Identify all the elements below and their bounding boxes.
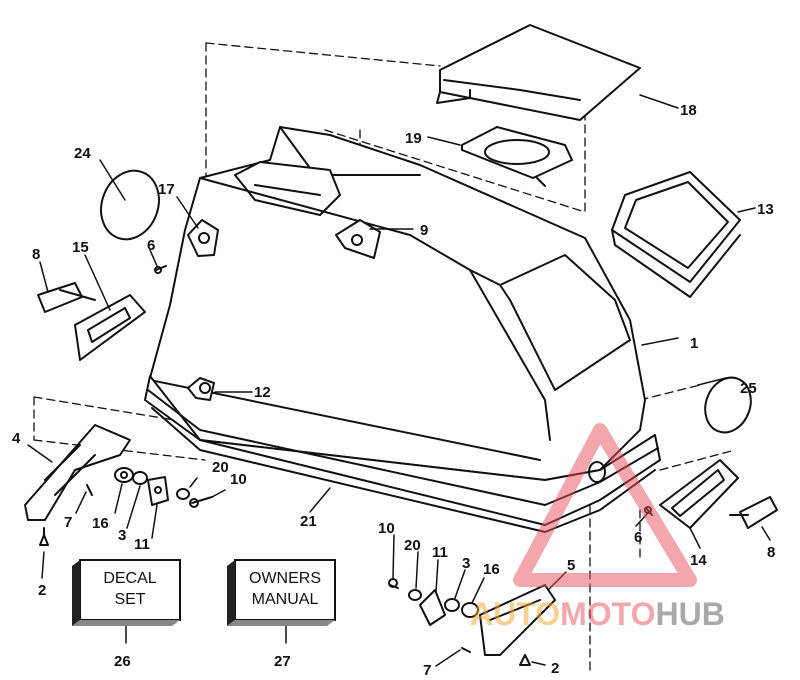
callout-6-left: 6 <box>147 237 155 254</box>
callout-27: 27 <box>274 653 291 670</box>
callout-24: 24 <box>74 145 91 162</box>
screw-10-right <box>388 578 399 589</box>
left-handle-8 <box>37 282 96 313</box>
seal-19 <box>461 126 573 187</box>
latch-9 <box>335 219 381 259</box>
callout-4: 4 <box>12 430 21 447</box>
washer-3-right <box>444 598 460 612</box>
callout-7-left: 7 <box>64 514 72 531</box>
callout-13: 13 <box>757 201 774 218</box>
callout-20-right: 20 <box>404 537 421 554</box>
callout-2-left: 2 <box>38 582 46 599</box>
callout-25: 25 <box>740 380 757 397</box>
washer-16-left <box>114 467 134 483</box>
callout-11-right: 11 <box>432 544 448 561</box>
bracket-5 <box>479 584 556 656</box>
callout-10-left: 10 <box>230 471 247 488</box>
hinge-11-right <box>419 589 446 626</box>
callout-numbers: 1 2 2 3 3 4 5 6 6 7 7 8 8 9 10 10 11 11 … <box>12 102 775 679</box>
svg-text:AUTOMOTOHUB: AUTOMOTOHUB <box>470 596 725 632</box>
callout-2-right: 2 <box>551 660 559 677</box>
callout-7-right: 7 <box>423 662 431 679</box>
callout-1: 1 <box>690 335 698 352</box>
decal-box-line1: DECAL <box>103 570 156 587</box>
callout-18: 18 <box>680 102 697 119</box>
owners-manual-box: OWNERS MANUAL <box>227 559 336 626</box>
pin-2-right <box>519 654 531 666</box>
washer-20-left <box>176 488 190 500</box>
gasket-24 <box>100 169 160 241</box>
gasket-25 <box>704 376 752 434</box>
callout-11-left: 11 <box>134 536 150 553</box>
window-13 <box>611 171 741 298</box>
callout-21: 21 <box>300 513 317 530</box>
callout-19: 19 <box>405 130 422 147</box>
latch-12 <box>187 377 215 401</box>
screw-7-left <box>86 484 93 496</box>
hinge-11-left <box>147 476 169 506</box>
knob-17 <box>187 219 219 257</box>
washer-16-right <box>461 602 479 618</box>
pin-2-left <box>39 527 49 546</box>
callout-17: 17 <box>158 181 175 198</box>
manual-box-line2: MANUAL <box>252 591 319 608</box>
screw-6-left <box>154 265 167 274</box>
decal-box-line2: SET <box>114 591 145 608</box>
top-cover-18 <box>436 24 641 121</box>
screw-7-right <box>461 647 471 653</box>
callout-5: 5 <box>567 557 575 574</box>
manual-box-line1: OWNERS <box>249 570 321 587</box>
callout-3-right: 3 <box>462 555 470 572</box>
watermark-part1: AUTO <box>470 596 560 632</box>
callout-8-right: 8 <box>767 544 775 561</box>
bracket-14 <box>659 459 739 529</box>
callout-16-left: 16 <box>92 515 109 532</box>
callout-6-right: 6 <box>634 529 642 546</box>
watermark-logo: AUTOMOTOHUB <box>470 423 725 632</box>
callout-9: 9 <box>420 222 428 239</box>
callout-8-left: 8 <box>32 246 40 263</box>
washer-3-left <box>132 471 148 485</box>
washer-20-right <box>408 589 422 601</box>
callout-16-right: 16 <box>483 561 500 578</box>
watermark-part3: HUB <box>655 596 724 632</box>
watermark-part2: MOTO <box>560 596 655 632</box>
callout-20-left: 20 <box>212 459 229 476</box>
bracket-4 <box>24 424 131 521</box>
left-bracket-15 <box>74 294 146 361</box>
screw-10-left <box>189 496 213 508</box>
callout-3-left: 3 <box>118 527 126 544</box>
handle-8-right <box>729 496 778 529</box>
callout-14: 14 <box>690 552 707 569</box>
callout-26: 26 <box>114 653 131 670</box>
motor-hood-1 <box>149 126 646 481</box>
callout-15: 15 <box>72 239 89 256</box>
decal-set-box: DECAL SET <box>72 559 181 626</box>
callout-12: 12 <box>254 384 271 401</box>
callout-10-right: 10 <box>378 520 395 537</box>
